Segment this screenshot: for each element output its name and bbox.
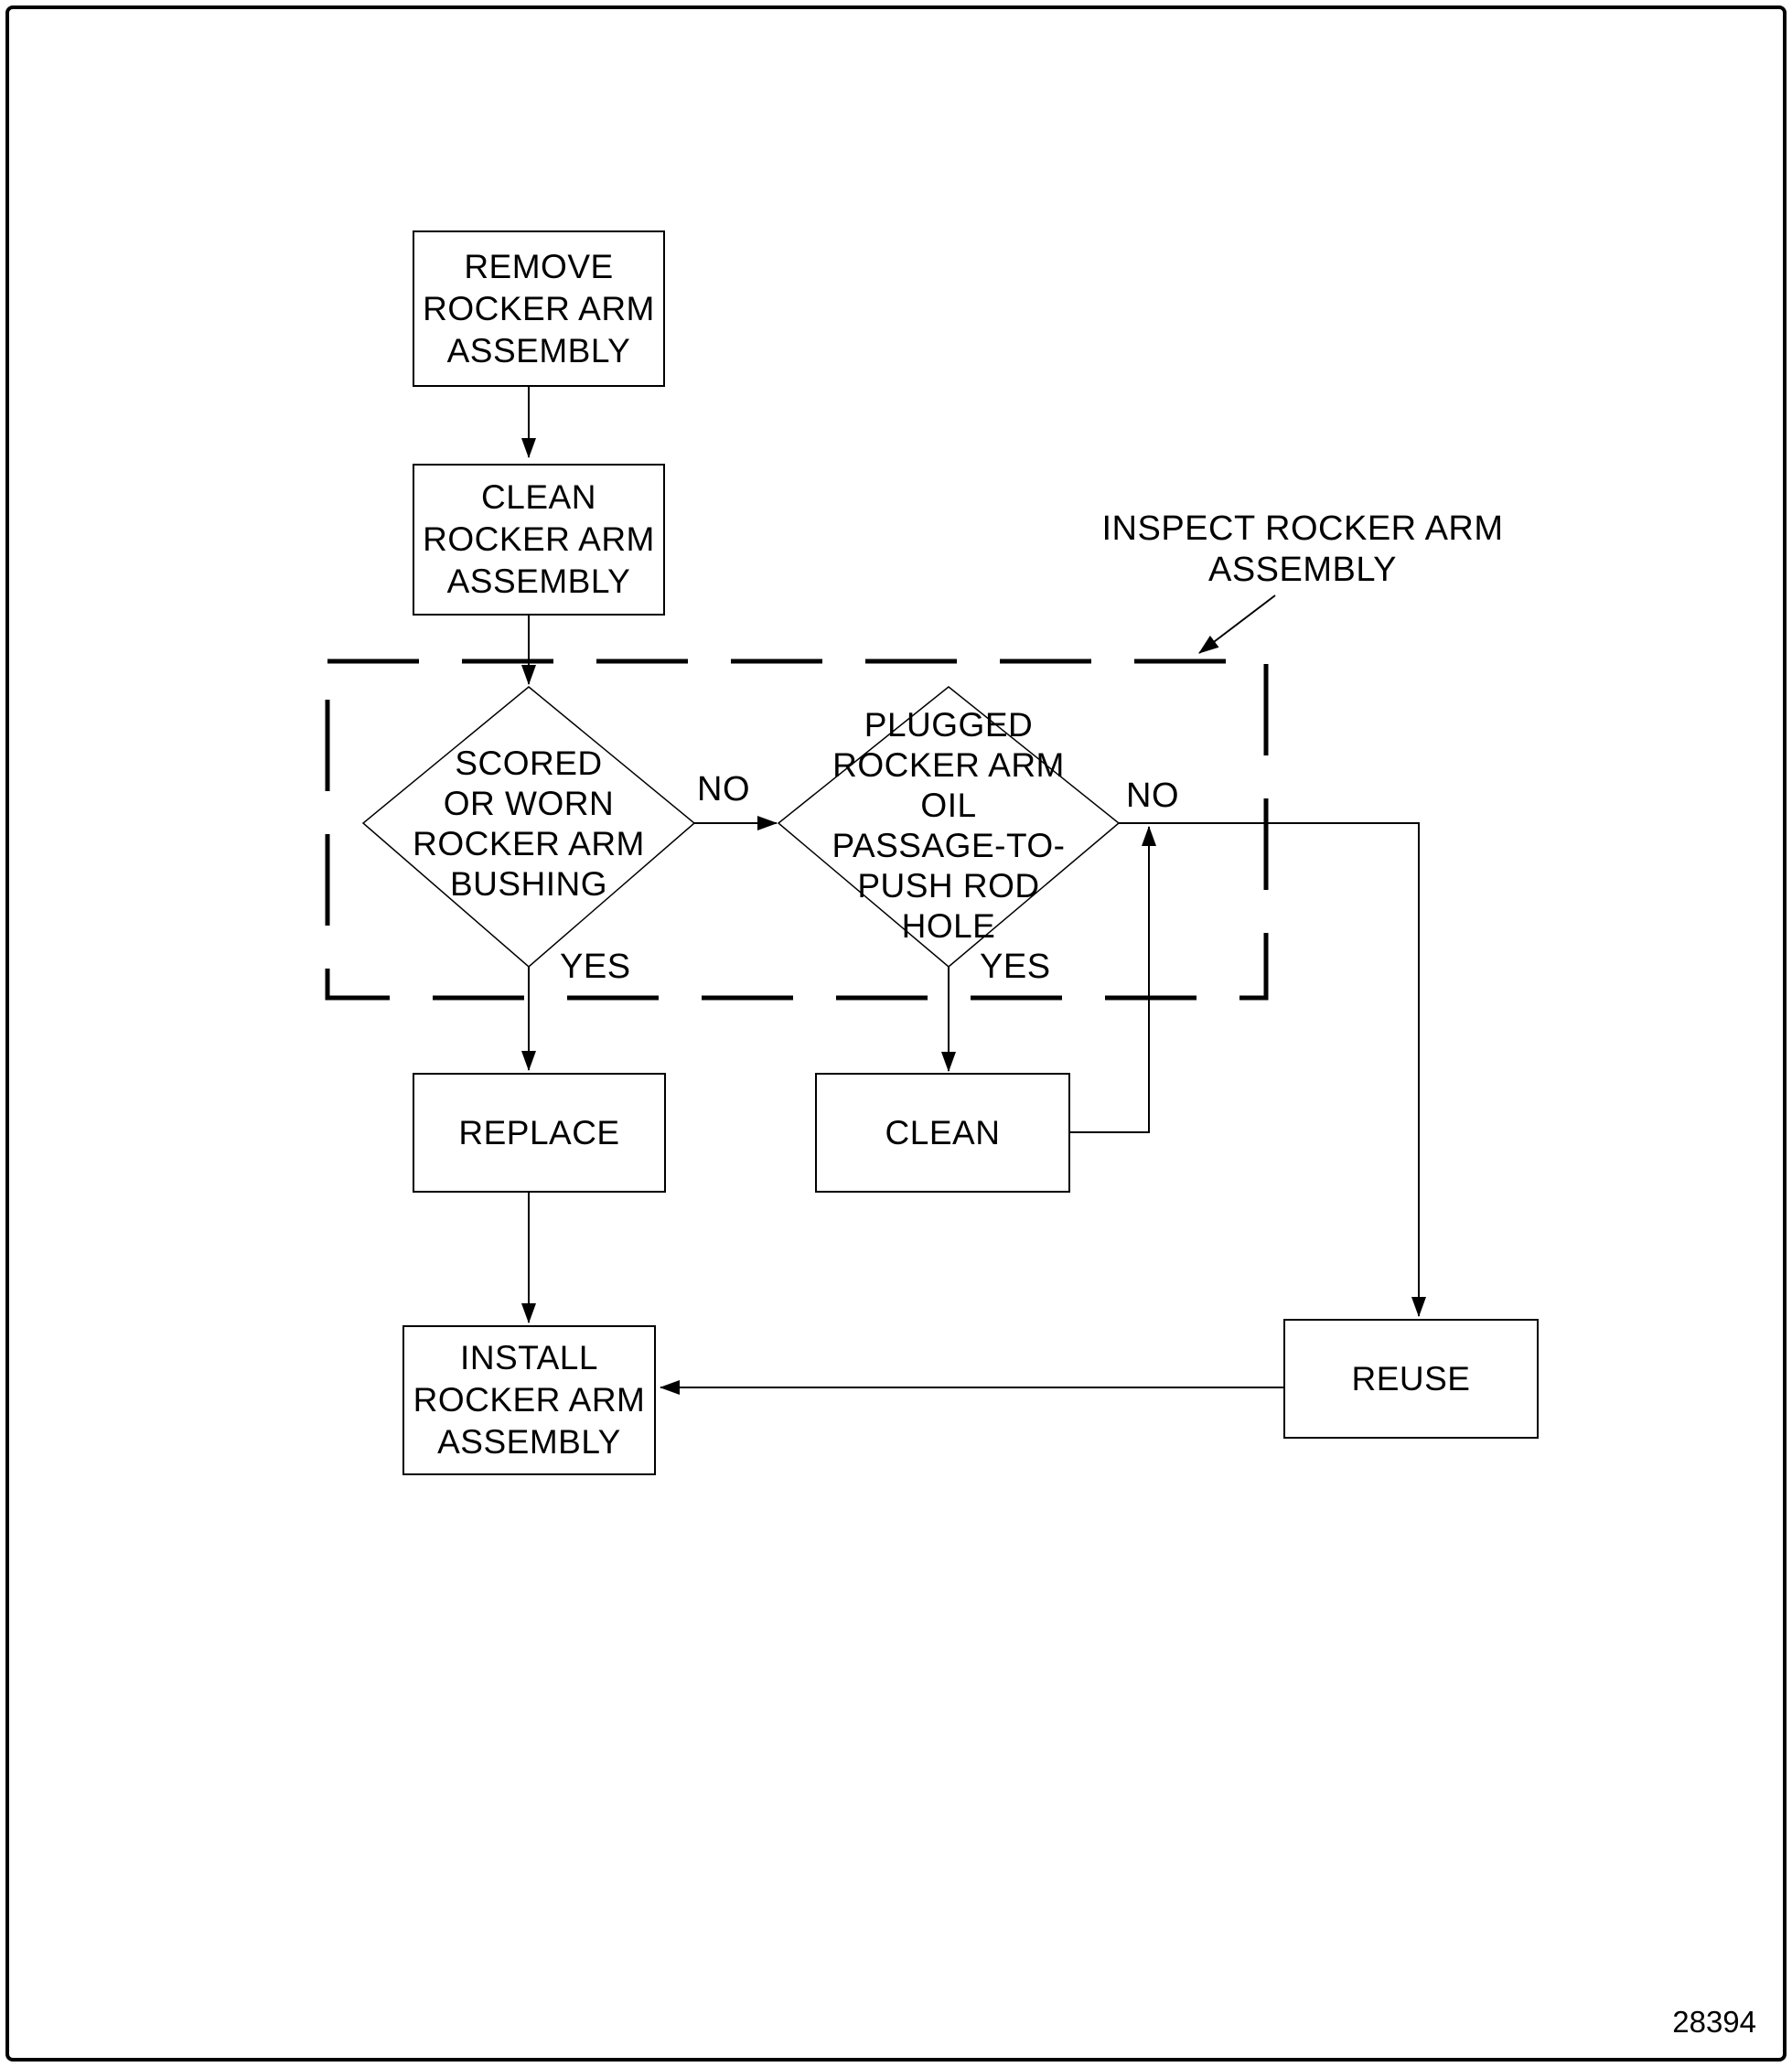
edge-clean-to-no-path	[1070, 826, 1156, 1133]
node-clean-assembly-label: CLEAN ROCKER ARM ASSEMBLY	[423, 478, 655, 600]
inspect-region-dashed-box	[325, 659, 1269, 1001]
branch-label-scored-yes: YES	[560, 948, 631, 986]
node-clean-rocker-arm-assembly: CLEAN ROCKER ARM ASSEMBLY	[413, 464, 665, 616]
figure-number: 28394	[1672, 2005, 1756, 2039]
node-replace: REPLACE	[413, 1073, 666, 1193]
inspect-label-leader-arrow	[1198, 594, 1276, 654]
decision-scored-bushing-diamond	[361, 686, 696, 968]
decision-plugged-passage-diamond	[777, 686, 1121, 968]
node-clean: CLEAN	[815, 1073, 1070, 1193]
page-border	[5, 5, 1787, 2062]
inspect-region-label: INSPECT ROCKER ARM ASSEMBLY	[1101, 509, 1504, 589]
node-install-rocker-arm-assembly: INSTALL ROCKER ARM ASSEMBLY	[402, 1325, 656, 1475]
node-install-label: INSTALL ROCKER ARM ASSEMBLY	[413, 1339, 646, 1461]
node-reuse: REUSE	[1283, 1319, 1539, 1439]
node-replace-label: REPLACE	[458, 1113, 620, 1151]
edge-plugged-no-to-reuse	[1119, 822, 1426, 1317]
branch-label-scored-no: NO	[697, 770, 750, 809]
node-reuse-label: REUSE	[1351, 1359, 1471, 1398]
node-clean-label: CLEAN	[885, 1113, 1001, 1151]
branch-label-plugged-no: NO	[1126, 776, 1179, 815]
node-remove-label: REMOVE ROCKER ARM ASSEMBLY	[423, 247, 655, 369]
node-remove-rocker-arm-assembly: REMOVE ROCKER ARM ASSEMBLY	[413, 230, 665, 387]
branch-label-plugged-yes: YES	[980, 948, 1051, 986]
